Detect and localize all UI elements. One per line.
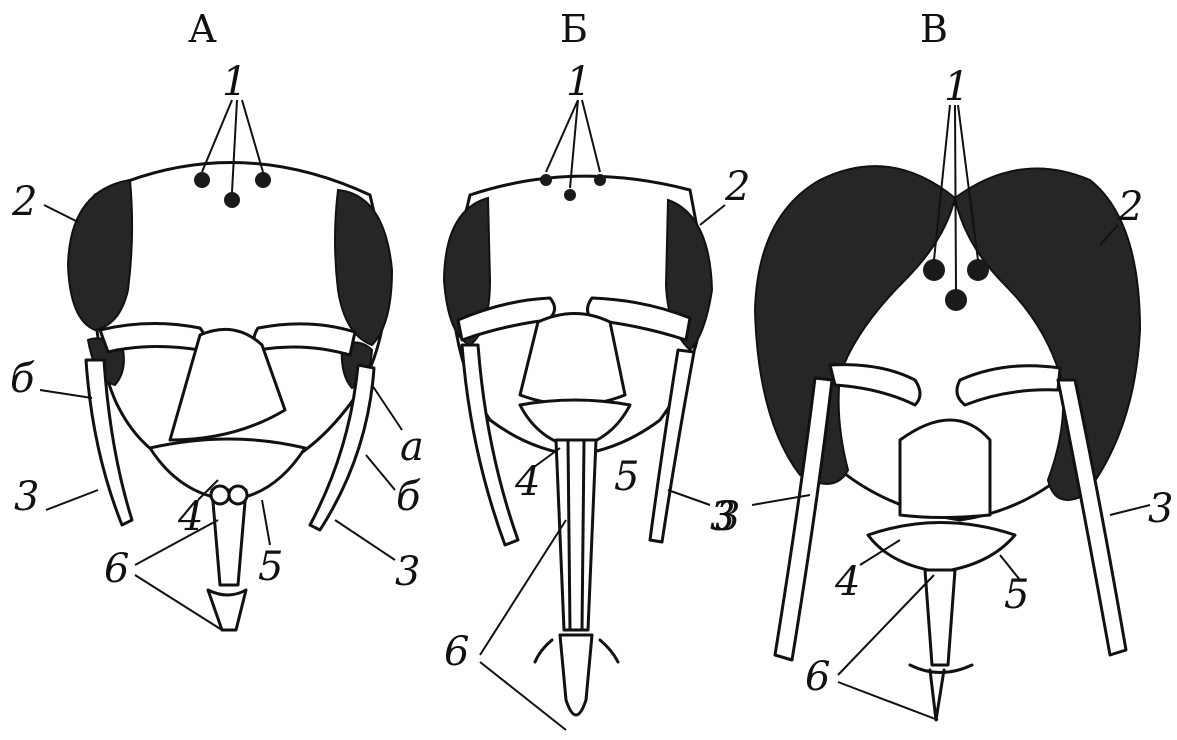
panel-a-label-5: 5 [258, 544, 283, 590]
panel-c-label-4: 4 [834, 559, 860, 605]
panel-a-ocellus [255, 172, 271, 188]
panel-c-ocellus [945, 289, 967, 311]
panel-c-label-2: 2 [1117, 184, 1143, 230]
panel-a-letter: А [188, 7, 217, 51]
panel-a-ocellus [194, 172, 210, 188]
panel-c-clypeus [900, 420, 990, 518]
panel-b-label-4: 4 [514, 459, 540, 505]
panel-c-label-1: 1 [944, 64, 969, 110]
panel-c-labium-tip [910, 665, 972, 720]
panel-b-label-6: 6 [444, 629, 469, 675]
panel-a-label-b-right: б [396, 474, 421, 520]
panel-b-leader-3 [668, 490, 710, 505]
panel-a-leader-3-left [46, 490, 98, 510]
panel-b-letter: Б [560, 7, 588, 51]
panel-b-label-1: 1 [566, 59, 591, 105]
panel-a-leader-2 [44, 205, 78, 222]
panel-b-proboscis-tip [560, 635, 592, 715]
panel-b-clypeus [520, 314, 625, 406]
panel-a-ocellus [224, 192, 240, 208]
panel-b-ocellus [540, 174, 552, 186]
panel-a-leader-b-left [40, 390, 92, 398]
panel-c-leader-3-right [1110, 505, 1150, 515]
panel-a-label-2: 2 [11, 179, 37, 225]
panel-c-letter: В [920, 7, 948, 51]
panel-c-label-6: 6 [805, 654, 830, 700]
panel-a-antenna-base-left [100, 323, 205, 352]
panel-c-label-3-right: 3 [1148, 486, 1173, 532]
panel-c: В 1 2 3 3 4 5 6 [715, 7, 1173, 720]
panel-a-label-3-right: 3 [395, 549, 420, 595]
panel-b-ocellus [564, 189, 576, 201]
panel-a-compound-eye-left [68, 180, 132, 330]
panel-b-leader-2 [700, 205, 725, 225]
panel-a-compound-eye-right [335, 190, 392, 345]
panel-a-label-4: 4 [177, 494, 203, 540]
panel-a-mandible-joint [229, 486, 247, 504]
panel-a-leader-a [372, 385, 402, 430]
panel-c-ocellus [967, 259, 989, 281]
panel-a-leader-b-right [366, 455, 395, 490]
panel-b: Б 1 2 4 5 3 6 [444, 7, 750, 730]
panel-a-label-a: а [400, 424, 424, 470]
panel-c-ocellus [923, 259, 945, 281]
panel-b-label-5: 5 [614, 454, 639, 500]
panel-c-labium [925, 570, 955, 665]
panel-c-antenna-base-left [830, 365, 920, 405]
panel-b-ocellus [594, 174, 606, 186]
panel-c-label-3-left: 3 [715, 494, 740, 540]
panel-a-antenna-right [310, 365, 374, 530]
panel-a-label-b-left: б [10, 356, 35, 402]
panel-b-label-2: 2 [724, 164, 750, 210]
panel-a-label-6: 6 [104, 546, 129, 592]
panel-b-leader-6 [480, 520, 566, 730]
panel-b-proboscis [556, 440, 596, 630]
panel-a-mandible-joint [211, 486, 229, 504]
panel-a-leader-3-right [335, 520, 395, 560]
panel-a-leader-1 [202, 100, 263, 192]
panel-a: А 1 2 б 3 4 [10, 7, 424, 630]
panel-b-antenna-right [650, 350, 694, 542]
panel-c-antenna-base-right [957, 366, 1060, 405]
panel-c-label-5: 5 [1004, 572, 1029, 618]
panel-a-label-3-left: 3 [14, 474, 39, 520]
panel-b-antenna-left [462, 345, 518, 545]
panel-a-label-1: 1 [222, 59, 247, 105]
panel-a-leader-5 [262, 500, 270, 545]
panel-a-antenna-base-right [254, 324, 355, 355]
